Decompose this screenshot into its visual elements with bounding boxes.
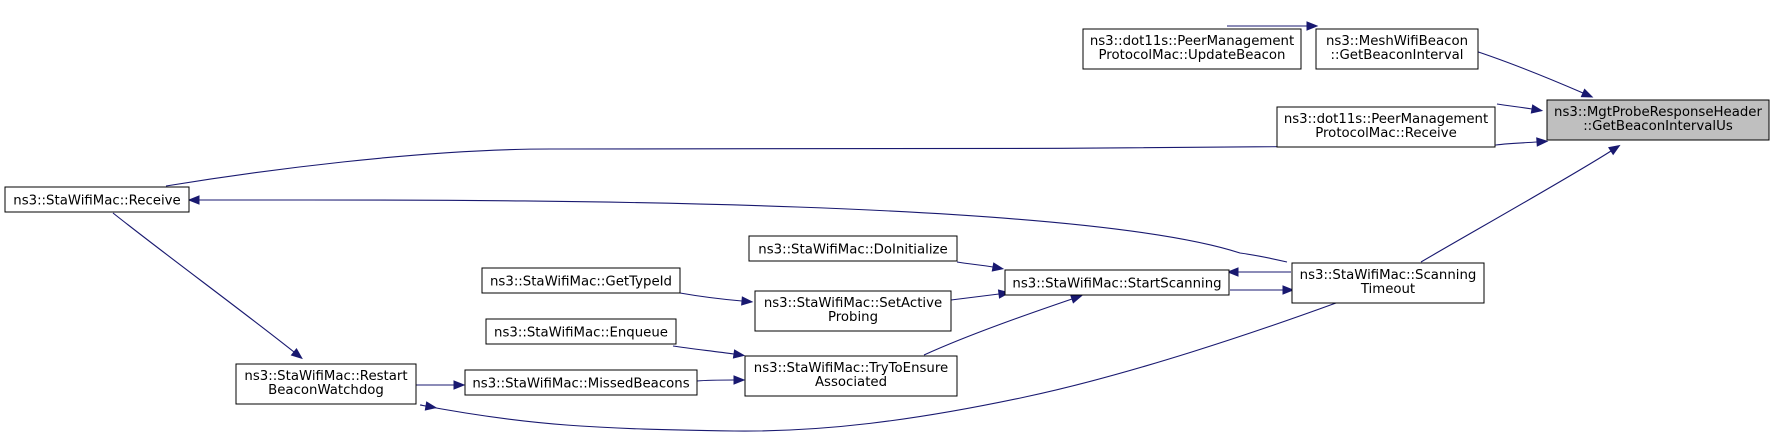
edge-scanTimeout-to-staReceive [187,195,1288,263]
arrowhead [290,347,303,360]
node-box [485,318,677,345]
node-label-line: ns3::StaWifiMac::Enqueue [494,326,668,341]
arrowhead [741,296,754,306]
edge-line [419,302,1337,432]
edge-line [1420,150,1612,263]
edge-startScan-to-scanTimeout [1230,285,1295,295]
arrowhead [1536,137,1549,147]
node-box [464,369,698,396]
edge-line [679,292,743,302]
node-box [754,290,952,332]
edge-line [199,199,1288,263]
node-box [1004,269,1230,296]
graph-nodes: ns3::MgtProbeResponseHeader::GetBeaconIn… [4,28,1770,405]
arrowhead [1306,21,1319,31]
node-label-line: ns3::dot11s::PeerManagement [1090,34,1294,49]
node-box [1546,99,1770,141]
arrowhead [732,349,746,359]
edge-line [923,298,1073,356]
edge-getTypeId-to-setActive [679,292,754,306]
edge-line [950,293,1000,301]
node-label-line: ns3::StaWifiMac::SetActive [764,296,942,311]
edge-updateBeacon-to-meshBeacon [1227,21,1319,31]
node-label-line: Probing [828,310,878,325]
edge-meshBeacon-to-root [1459,45,1594,98]
arrowhead [1530,104,1544,114]
arrowhead [187,195,200,205]
node-label-line: ns3::StaWifiMac::GetTypeId [490,275,672,290]
node-label-line: ns3::StaWifiMac::TryToEnsure [754,361,948,376]
graph-edges [112,21,1621,432]
arrowhead [991,262,1005,272]
node-missed[interactable]: ns3::StaWifiMac::MissedBeacons [464,369,698,396]
node-root[interactable]: ns3::MgtProbeResponseHeader::GetBeaconIn… [1546,99,1770,141]
edge-enqueue-to-tryEnsure [672,345,746,359]
node-box [4,186,190,213]
node-label-line: ns3::dot11s::PeerManagement [1284,112,1488,127]
arrowhead [1069,294,1083,304]
arrowhead [1226,267,1239,277]
node-box [1082,28,1302,70]
arrowhead [424,401,438,411]
node-label-line: ProtocolMac::UpdateBeacon [1099,48,1286,63]
node-label-line: Associated [815,375,887,390]
node-doInit[interactable]: ns3::StaWifiMac::DoInitialize [748,235,958,262]
node-label-line: ns3::StaWifiMac::MissedBeacons [472,377,689,392]
edge-missed-to-tryEnsure [696,375,746,385]
node-enqueue[interactable]: ns3::StaWifiMac::Enqueue [485,318,677,345]
node-startScan[interactable]: ns3::StaWifiMac::StartScanning [1004,269,1230,296]
edge-line [672,345,735,355]
edge-scanTimeout-to-startScan [1226,267,1291,277]
edge-scanTimeout-to-root [1420,144,1621,263]
edge-scanTimeout-to-restart [419,302,1337,432]
node-label-line: ::GetBeaconIntervalUs [1583,119,1733,134]
arrowhead [1608,144,1621,156]
node-label-line: ProtocolMac::Receive [1315,126,1457,141]
node-box [748,235,958,262]
edge-setActive-to-startScan [950,289,1011,301]
node-label-line: ns3::StaWifiMac::Restart [244,369,407,384]
edge-line [956,261,994,268]
node-label-line: BeaconWatchdog [268,383,384,398]
node-box [481,267,681,294]
edge-line [112,212,295,353]
arrowhead [997,289,1011,299]
edge-restart-to-missed [416,380,466,390]
node-label-line: Timeout [1360,282,1415,297]
arrowhead [1282,285,1295,295]
node-meshBeacon[interactable]: ns3::MeshWifiBeacon::GetBeaconInterval [1315,28,1479,70]
node-box [744,355,958,397]
edge-line [696,379,735,382]
edge-pmReceive-to-root [1496,103,1544,114]
node-staReceive[interactable]: ns3::StaWifiMac::Receive [4,186,190,213]
node-label-line: ns3::StaWifiMac::DoInitialize [758,243,947,258]
node-getTypeId[interactable]: ns3::StaWifiMac::GetTypeId [481,267,681,294]
node-box [235,363,417,405]
arrowhead [1580,88,1594,98]
edge-line [1496,103,1533,110]
node-label-line: ns3::MeshWifiBeacon [1326,34,1468,49]
node-box [1291,262,1485,304]
node-label-line: ns3::StaWifiMac::Scanning [1300,268,1477,283]
node-label-line: ::GetBeaconInterval [1331,48,1464,63]
node-label-line: ns3::StaWifiMac::Receive [13,194,180,209]
arrowhead [453,380,466,390]
node-label-line: ns3::MgtProbeResponseHeader [1554,105,1762,120]
node-box [1315,28,1479,70]
edge-doInit-to-startScan [956,261,1005,272]
node-updateBeacon[interactable]: ns3::dot11s::PeerManagementProtocolMac::… [1082,28,1302,70]
edge-line [165,141,1538,187]
node-box [1276,106,1496,148]
arrowhead [733,375,746,385]
edge-staReceive-to-restart [112,212,303,360]
node-label-line: ns3::StaWifiMac::StartScanning [1012,277,1221,292]
node-pmReceive[interactable]: ns3::dot11s::PeerManagementProtocolMac::… [1276,106,1496,148]
